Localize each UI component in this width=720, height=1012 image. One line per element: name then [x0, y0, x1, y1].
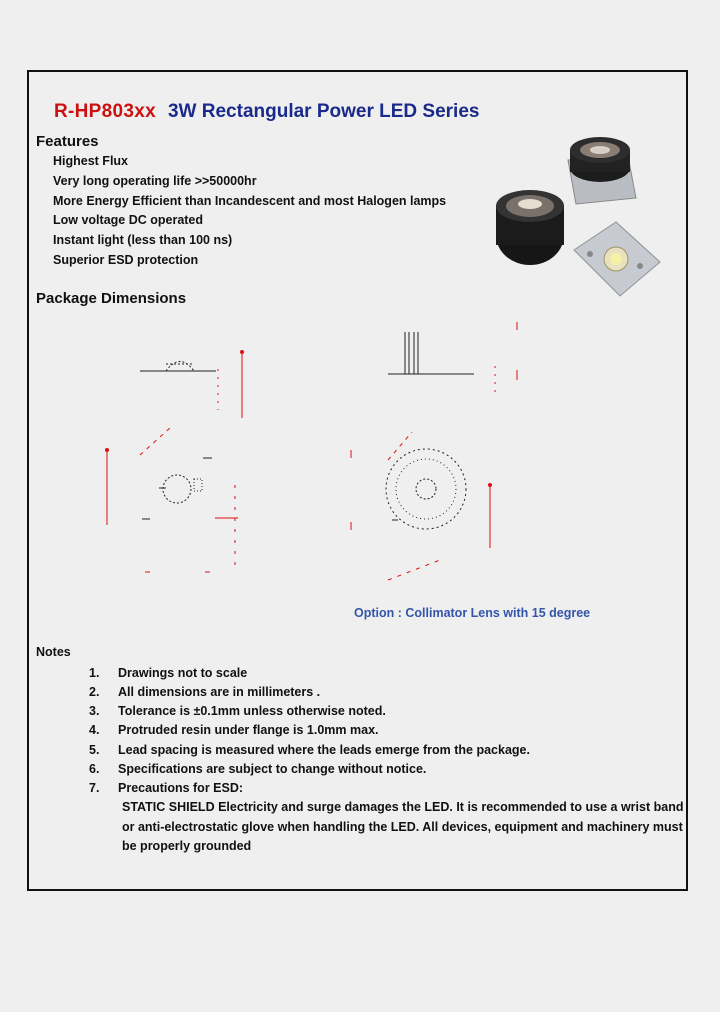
package-dimensions-heading: Package Dimensions: [36, 290, 187, 307]
note-number: 3.: [89, 704, 100, 718]
note-text: Drawings not to scale: [118, 666, 248, 680]
page-title: R-HP803xx 3W Rectangular Power LED Series: [54, 101, 479, 123]
note-item: 3. Tolerance is ±0.1mm unless otherwise n…: [89, 704, 386, 718]
feature-item: Superior ESD protection: [53, 253, 199, 267]
note-item: 7. Precautions for ESD:: [89, 781, 243, 795]
feature-item: Instant light (less than 100 ns): [53, 233, 233, 247]
feature-item: Highest Flux: [53, 154, 129, 168]
feature-item: More Energy Efficient than Incandescent …: [53, 194, 447, 208]
note-number: 6.: [89, 762, 100, 776]
feature-item: Very long operating life >>50000hr: [53, 174, 257, 188]
note-number: 7.: [89, 781, 100, 795]
part-number: R-HP803xx: [54, 101, 156, 122]
note-text: Precautions for ESD:: [118, 781, 244, 795]
option-caption: Option : Collimator Lens with 15 degree: [354, 606, 591, 620]
esd-line: be properly grounded: [122, 839, 252, 853]
product-name: 3W Rectangular Power LED Series: [167, 101, 480, 122]
esd-line: STATIC SHIELD Electricity and surge dama…: [122, 800, 684, 814]
notes-heading: Notes: [36, 645, 71, 659]
note-number: 2.: [89, 685, 100, 699]
note-text: Protruded resin under flange is 1.0mm ma…: [118, 723, 379, 737]
note-number: 5.: [89, 743, 100, 757]
features-heading: Features: [36, 133, 99, 150]
note-number: 4.: [89, 723, 100, 737]
note-item: 5. Lead spacing is measured where the lea…: [89, 743, 530, 757]
note-text: Tolerance is ±0.1mm unless otherwise not…: [118, 704, 386, 718]
note-item: 4. Protruded resin under flange is 1.0mm …: [89, 723, 379, 737]
note-number: 1.: [89, 666, 100, 680]
note-item: 1. Drawings not to scale: [89, 666, 247, 680]
note-text: All dimensions are in millimeters .: [118, 685, 321, 699]
feature-item: Low voltage DC operated: [53, 213, 204, 227]
esd-line: or anti-electrostatic glove when handlin…: [122, 820, 683, 834]
note-text: Lead spacing is measured where the leads…: [118, 743, 530, 757]
note-item: 2. All dimensions are in millimeters .: [89, 685, 320, 699]
note-item: 6. Specifications are subject to change w…: [89, 762, 426, 776]
note-text: Specifications are subject to change wit…: [118, 762, 427, 776]
document-frame: [27, 70, 688, 891]
